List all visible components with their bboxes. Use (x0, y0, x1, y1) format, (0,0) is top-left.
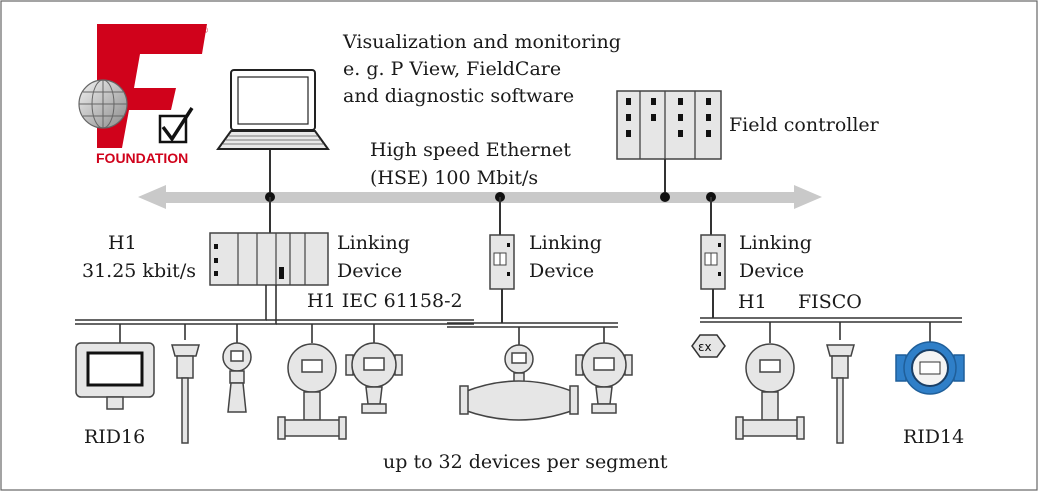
foundation-logo: ® FOUNDATION (78, 24, 208, 166)
pressure-transmitter-middle-icon (575, 342, 633, 414)
temperature-sensor-icon (171, 344, 200, 444)
logo-f-shape (97, 24, 207, 148)
linking-device-3-label-line2: Device (739, 260, 804, 282)
field-controller-icon (616, 90, 722, 160)
fisco-label: FISCO (798, 291, 862, 313)
linking-device-3-icon (700, 234, 726, 290)
linking-device-1-label-line1: Linking (337, 232, 410, 254)
rid14-field-display-icon (895, 341, 965, 395)
segment-capacity-note: up to 32 devices per segment (383, 451, 668, 473)
h1-rate-label-line2: 31.25 kbit/s (82, 260, 196, 282)
h1-iec-label: H1 IEC 61158-2 (307, 290, 463, 312)
coriolis-flowmeter-icon (459, 344, 579, 421)
foundation-wordmark: FOUNDATION (96, 150, 188, 166)
ex-symbol-text: εx (698, 340, 712, 354)
flowmeter-right-icon (735, 343, 805, 440)
rid14-label: RID14 (903, 426, 964, 448)
checkbox-check-icon (158, 107, 194, 144)
labels: Visualization and monitoring e. g. P Vie… (82, 31, 964, 473)
laptop-icon (216, 69, 330, 150)
linking-device-2-label-line2: Device (529, 260, 594, 282)
h1-right-label: H1 (738, 291, 767, 313)
linking-device-1-icon (209, 232, 329, 286)
device-drops (119, 322, 931, 345)
h1-segment-middle (447, 322, 618, 328)
hse-ethernet-bus (138, 185, 822, 209)
globe-icon (78, 79, 128, 129)
pressure-transmitter-left-icon (345, 342, 403, 414)
rid16-label: RID16 (84, 426, 145, 448)
registered-mark: ® (202, 26, 208, 35)
visualization-label-line1: Visualization and monitoring (342, 31, 621, 53)
field-controller-label: Field controller (729, 114, 880, 136)
level-transmitter-icon (222, 342, 252, 413)
h1-segment-right (700, 317, 962, 323)
h1-rate-label-line1: H1 (108, 232, 137, 254)
rid16-display-icon (75, 342, 155, 410)
hse-label-line1: High speed Ethernet (370, 139, 571, 161)
visualization-label-line3: and diagnostic software (343, 85, 574, 107)
h1-segment-left (75, 285, 474, 325)
hse-label-line2: (HSE) 100 Mbit/s (370, 167, 538, 189)
ex-explosion-protection-icon: εx (691, 334, 726, 358)
linking-device-1-label-line2: Device (337, 260, 402, 282)
linking-device-2-icon (489, 234, 515, 290)
temperature-sensor-right-icon (826, 344, 855, 444)
visualization-label-line2: e. g. P View, FieldCare (343, 58, 561, 80)
flowmeter-left-icon (277, 343, 347, 440)
linking-device-3-label-line1: Linking (739, 232, 812, 254)
linking-device-2-label-line1: Linking (529, 232, 602, 254)
